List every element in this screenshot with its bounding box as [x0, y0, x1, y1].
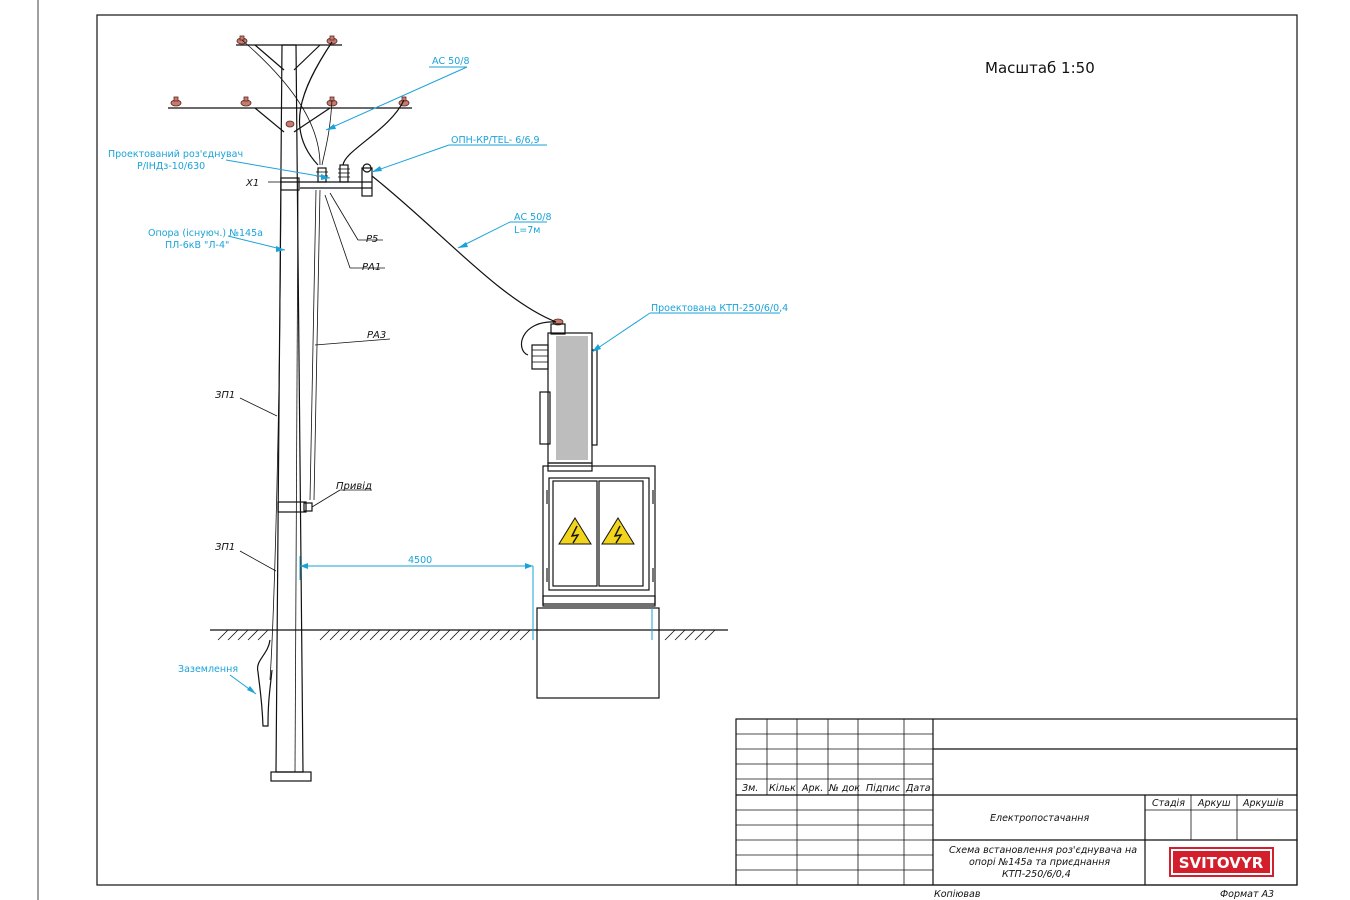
label-disconnector-line1: Проектований роз'єднувач: [108, 149, 243, 160]
label-ac-50-8-mid: АС 50/8: [514, 212, 552, 223]
tb-sheet: Аркуш: [1197, 798, 1231, 809]
tb-copied: Копіював: [934, 889, 981, 900]
label-ac-50-8-top: АС 50/8: [432, 56, 470, 67]
grounding-conductor: [256, 639, 273, 727]
label-zp1-top: ЗП1: [215, 390, 235, 401]
ktp-substation: [531, 323, 660, 699]
scale-label: Масштаб 1:50: [985, 59, 1095, 77]
logo-text: SVITOVYR: [1179, 854, 1264, 872]
svitovyr-logo: SVITOVYR: [1169, 847, 1274, 877]
tb-header-zm: Зм.: [742, 783, 758, 794]
ground: [210, 629, 728, 641]
label-drive: Привід: [336, 480, 372, 492]
tb-designation: Електропостачання: [990, 813, 1089, 824]
insulators: [170, 35, 564, 326]
tb-description-line1: Схема встановлення роз'єднувача на: [949, 845, 1137, 856]
dimension-4500: [299, 556, 653, 640]
label-zp1-bottom: ЗП1: [215, 542, 235, 553]
label-opn: ОПН-КР/TEL- 6/6,9: [451, 135, 540, 146]
tb-header-ark: Арк.: [801, 783, 823, 794]
drawing-frame: [96, 14, 1298, 886]
conductors: [241, 39, 557, 773]
label-pa3: РА3: [367, 330, 386, 341]
title-block: [735, 718, 1298, 886]
tb-header-kilk: Кільк: [769, 783, 796, 794]
label-ktp: Проектована КТП-250/6/0,4: [651, 303, 788, 314]
foundation: [536, 607, 660, 699]
tb-description-line3: КТП-250/6/0,4: [1002, 869, 1071, 880]
disconnector: [316, 163, 373, 197]
label-pole-line1: Опора (існуюч.) №145а: [148, 228, 263, 239]
label-pa1: РА1: [362, 262, 381, 273]
label-x1: Х1: [245, 178, 259, 189]
tb-sheets: Аркушів: [1242, 798, 1284, 809]
label-p5: Р5: [366, 234, 378, 245]
label-grounding: Заземлення: [178, 664, 238, 675]
label-dimension: 4500: [408, 555, 432, 566]
tb-header-signature: Підпис: [866, 783, 901, 794]
tb-header-doc: № док: [828, 783, 860, 794]
pole: [168, 44, 412, 782]
tb-stage: Стадія: [1152, 798, 1185, 809]
label-disconnector-line2: Р/ІНДз-10/630: [137, 161, 205, 172]
callout-lines: [239, 181, 391, 572]
label-length: L=7м: [514, 225, 540, 236]
tb-description-line2: опорі №145а та приєднання: [969, 857, 1110, 868]
label-pole-line2: ПЛ-6кВ "Л-4": [165, 240, 229, 251]
leader-lines: [225, 66, 780, 695]
tb-format: Формат А3: [1220, 889, 1274, 900]
tb-header-date: Дата: [905, 783, 931, 794]
